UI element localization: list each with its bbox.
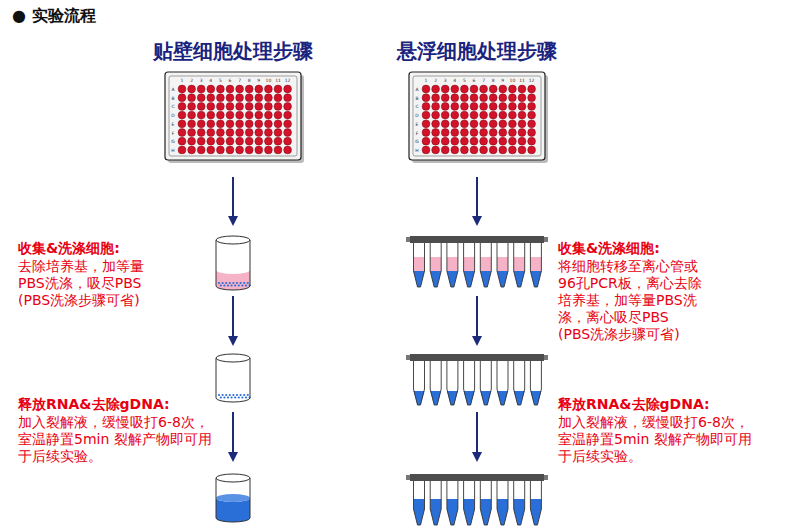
plate-index: 5 xyxy=(463,78,466,83)
plate-index: 12 xyxy=(285,78,291,83)
plate-index: G xyxy=(171,139,175,144)
step-heading: 收集&洗涤细胞: xyxy=(18,240,120,258)
plate-index: 4 xyxy=(209,78,212,83)
plate-index: 10 xyxy=(266,78,272,83)
step-text: 加入裂解液，缓慢吸打6-8次， 室温静置5min 裂解产物即可用于后续实验。 xyxy=(18,414,218,465)
plate-index: 1 xyxy=(425,78,428,83)
step-text: 将细胞转移至离心管或 96孔PCR板，离心去除 培养基，加等量PBS洗 涤，离心… xyxy=(558,258,704,343)
step-heading: 释放RNA&去除gDNA: xyxy=(18,396,170,414)
plate-index: F xyxy=(416,130,419,135)
step-heading: 收集&洗涤细胞: xyxy=(558,240,660,258)
column-heading: 贴壁细胞处理步骤 xyxy=(153,38,313,65)
plate-index: G xyxy=(415,139,419,144)
plate-index: C xyxy=(415,104,418,109)
step-heading: 释放RNA&去除gDNA: xyxy=(558,396,710,414)
plate-index: 6 xyxy=(473,78,476,83)
plate-index: H xyxy=(171,147,174,152)
plate-index: 11 xyxy=(519,78,525,83)
plate-index: 5 xyxy=(219,78,222,83)
plate-index: A xyxy=(171,87,174,92)
plate-index: 3 xyxy=(200,78,203,83)
plate-index: 6 xyxy=(229,78,232,83)
plate-index: 12 xyxy=(529,78,535,83)
plate-index: 9 xyxy=(257,78,260,83)
plate-index: 7 xyxy=(238,78,241,83)
plate-index: 8 xyxy=(492,78,495,83)
plate-index: F xyxy=(172,130,175,135)
plate-index: 10 xyxy=(510,78,516,83)
plate-index: B xyxy=(415,95,418,100)
step-text: 加入裂解液，缓慢吸打6-8次， 室温静置5min 裂解产物即可用于后续实验。 xyxy=(558,414,763,465)
plate-index: 3 xyxy=(444,78,447,83)
plate-index: E xyxy=(172,121,175,126)
plate-index: 8 xyxy=(248,78,251,83)
plate-index: D xyxy=(171,113,174,118)
plate-index: 2 xyxy=(434,78,437,83)
plate-index: A xyxy=(415,87,418,92)
plate-index: 1 xyxy=(181,78,184,83)
plate-index: 11 xyxy=(275,78,281,83)
plate-index: 9 xyxy=(501,78,504,83)
plate-index: 2 xyxy=(190,78,193,83)
plate-index: B xyxy=(171,95,174,100)
column-heading: 悬浮细胞处理步骤 xyxy=(397,38,557,65)
plate-index: E xyxy=(416,121,419,126)
plate-index: C xyxy=(171,104,174,109)
plate-index: H xyxy=(415,147,418,152)
section-title: ● 实验流程 xyxy=(12,6,96,27)
plate-index: 4 xyxy=(453,78,456,83)
plate-index: 7 xyxy=(482,78,485,83)
step-text: 去除培养基，加等量 PBS洗涤，吸尽PBS (PBS洗涤步骤可省) xyxy=(18,258,154,309)
plate-index: D xyxy=(415,113,418,118)
